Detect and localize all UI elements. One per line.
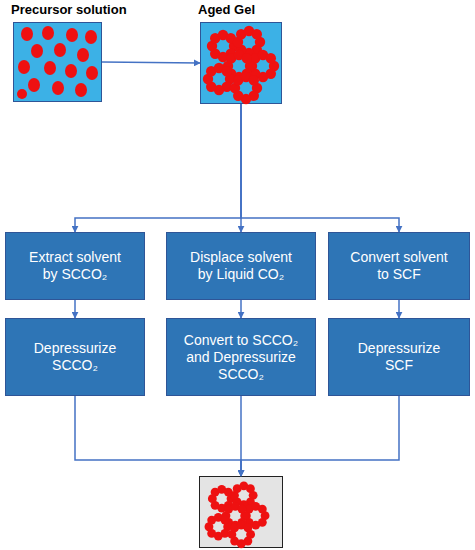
aerogel-network-shape — [205, 482, 270, 549]
process-box: Convert solvent to SCF — [328, 232, 470, 300]
flow-arrow — [75, 104, 241, 232]
image-heading: Aged Gel — [198, 2, 255, 17]
precursor-particles — [17, 26, 98, 99]
particle — [42, 26, 54, 40]
particle — [66, 28, 78, 42]
step-label: Convert solvent to SCF — [343, 249, 455, 283]
flow-arrow — [240, 300, 242, 318]
particle — [17, 89, 27, 99]
particle — [28, 78, 40, 92]
gel-network — [203, 26, 279, 104]
flow-arrow — [241, 396, 399, 476]
flow-arrow — [74, 300, 76, 318]
step-label: Displace solvent by Liquid CO₂ — [181, 249, 301, 283]
particle — [85, 30, 97, 44]
image-box: Precursor solution — [13, 22, 102, 102]
flow-arrow — [240, 396, 242, 476]
particle — [31, 44, 43, 58]
step-label: Extract solvent by SCCO₂ — [20, 249, 130, 283]
step-label: Depressurize SCCO₂ — [20, 340, 130, 374]
particle — [21, 27, 33, 41]
process-box: Extract solvent by SCCO₂ — [5, 232, 145, 300]
process-box: Convert to SCCO₂ and Depressurize SCCO₂ — [166, 318, 316, 396]
aerogel-network — [205, 482, 270, 549]
image-heading: Precursor solution — [11, 2, 127, 17]
particle — [65, 64, 77, 78]
flow-arrow — [75, 396, 241, 476]
flow-arrow — [102, 62, 200, 63]
particle — [75, 83, 87, 97]
step-label: Convert to SCCO₂ and Depressurize SCCO₂ — [181, 332, 301, 383]
process-box: Displace solvent by Liquid CO₂ — [166, 232, 316, 300]
image-box: Aged Gel — [200, 22, 282, 104]
flow-arrow — [398, 300, 400, 318]
gel-network-shape — [203, 26, 279, 104]
process-box: Depressurize SCCO₂ — [5, 318, 145, 396]
flow-arrow — [241, 104, 399, 232]
particle — [54, 43, 66, 57]
process-box: Depressurize SCF — [328, 318, 470, 396]
flow-arrow — [240, 104, 242, 232]
particle — [86, 66, 98, 80]
step-label: Depressurize SCF — [343, 340, 455, 374]
particle — [77, 48, 89, 62]
particle — [44, 61, 56, 75]
result-box — [199, 476, 283, 548]
particle — [52, 81, 64, 95]
particle — [18, 60, 30, 74]
